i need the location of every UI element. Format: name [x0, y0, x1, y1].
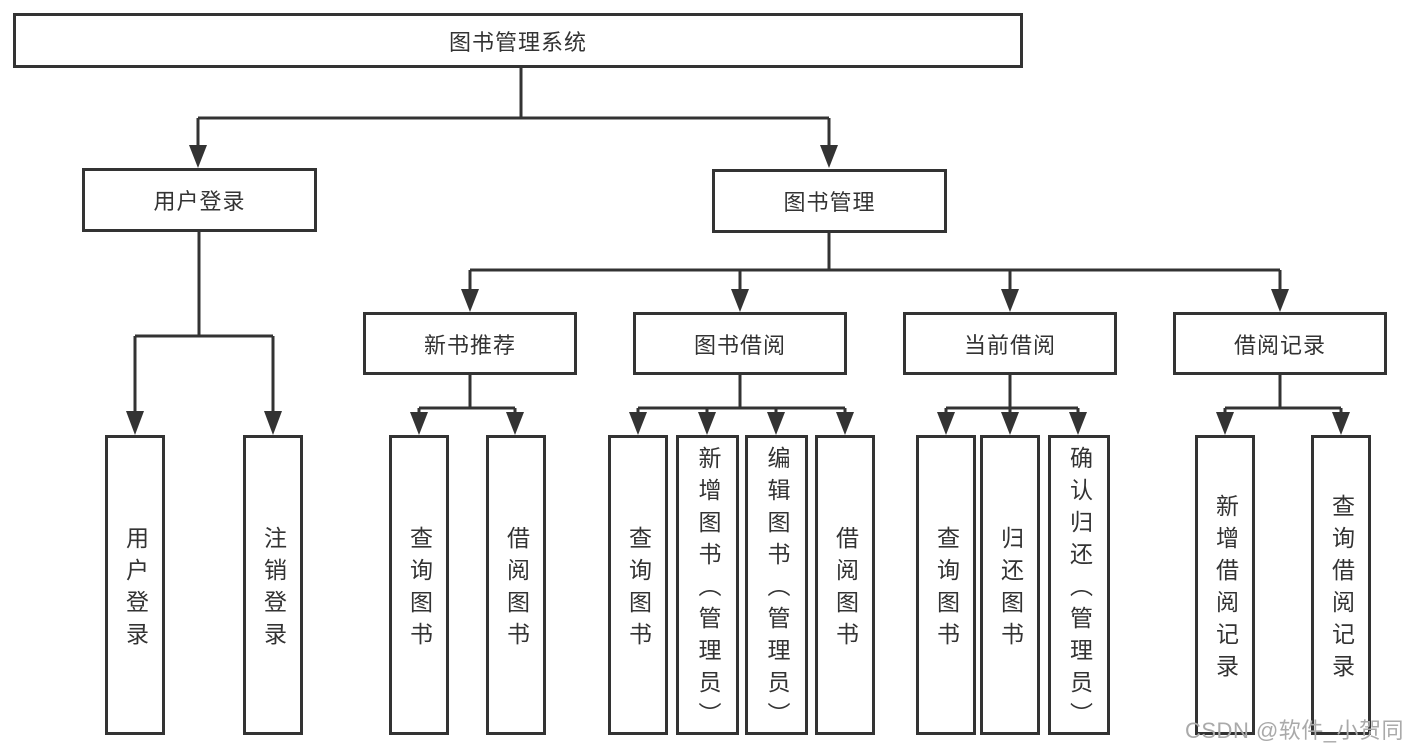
node-label: 借阅记录 [1233, 332, 1326, 358]
node-label: 借阅图书 [503, 525, 530, 654]
leaf-cb-return-books: 归还图书 [980, 435, 1040, 735]
node-label: 图书管理系统 [448, 29, 587, 55]
leaf-br-add-record: 新增借阅记录 [1195, 435, 1255, 735]
node-label: 查询图书 [933, 525, 960, 654]
node-user-login: 用户登录 [82, 168, 317, 232]
node-borrowing-records: 借阅记录 [1173, 312, 1387, 375]
leaf-br-query-record: 查询借阅记录 [1311, 435, 1371, 735]
leaf-cb-confirm-return: 确认归还（管理员） [1048, 435, 1110, 735]
node-book-management: 图书管理 [712, 169, 947, 233]
leaf-nb-borrow-books: 借阅图书 [486, 435, 546, 735]
leaf-bb-edit-books: 编辑图书（管理员） [745, 435, 808, 735]
node-label: 新书推荐 [423, 332, 516, 358]
node-label: 编辑图书（管理员） [764, 445, 790, 734]
leaf-nb-query-books: 查询图书 [389, 435, 449, 735]
node-label: 查询图书 [625, 525, 652, 654]
leaf-bb-borrow-books: 借阅图书 [815, 435, 875, 735]
node-book-borrowing: 图书借阅 [633, 312, 847, 375]
node-label: 确认归还（管理员） [1066, 445, 1093, 734]
node-label: 图书管理 [783, 190, 876, 215]
node-label: 用户登录 [153, 189, 246, 214]
node-root: 图书管理系统 [13, 13, 1023, 68]
leaf-bb-query-books: 查询图书 [608, 435, 668, 735]
node-current-borrowing: 当前借阅 [903, 312, 1117, 375]
node-new-book-recommend: 新书推荐 [363, 312, 577, 375]
csdn-watermark: CSDN @软件_小贺同学 [1185, 718, 1405, 743]
node-label: 图书借阅 [693, 332, 786, 358]
node-label: 查询图书 [406, 525, 433, 654]
leaf-bb-add-books: 新增图书（管理员） [676, 435, 739, 735]
node-label: 用户登录 [122, 525, 149, 654]
leaf-logout-login: 注销登录 [243, 435, 303, 735]
node-label: 新增图书（管理员） [695, 445, 721, 734]
node-label: 归还图书 [997, 525, 1024, 654]
node-label: 当前借阅 [963, 332, 1056, 358]
node-label: 查询借阅记录 [1328, 493, 1355, 686]
leaf-user-login: 用户登录 [105, 435, 165, 735]
node-label: 新增借阅记录 [1212, 493, 1239, 686]
leaf-cb-query-books: 查询图书 [916, 435, 976, 735]
node-label: 注销登录 [260, 525, 287, 654]
node-label: 借阅图书 [832, 525, 859, 654]
